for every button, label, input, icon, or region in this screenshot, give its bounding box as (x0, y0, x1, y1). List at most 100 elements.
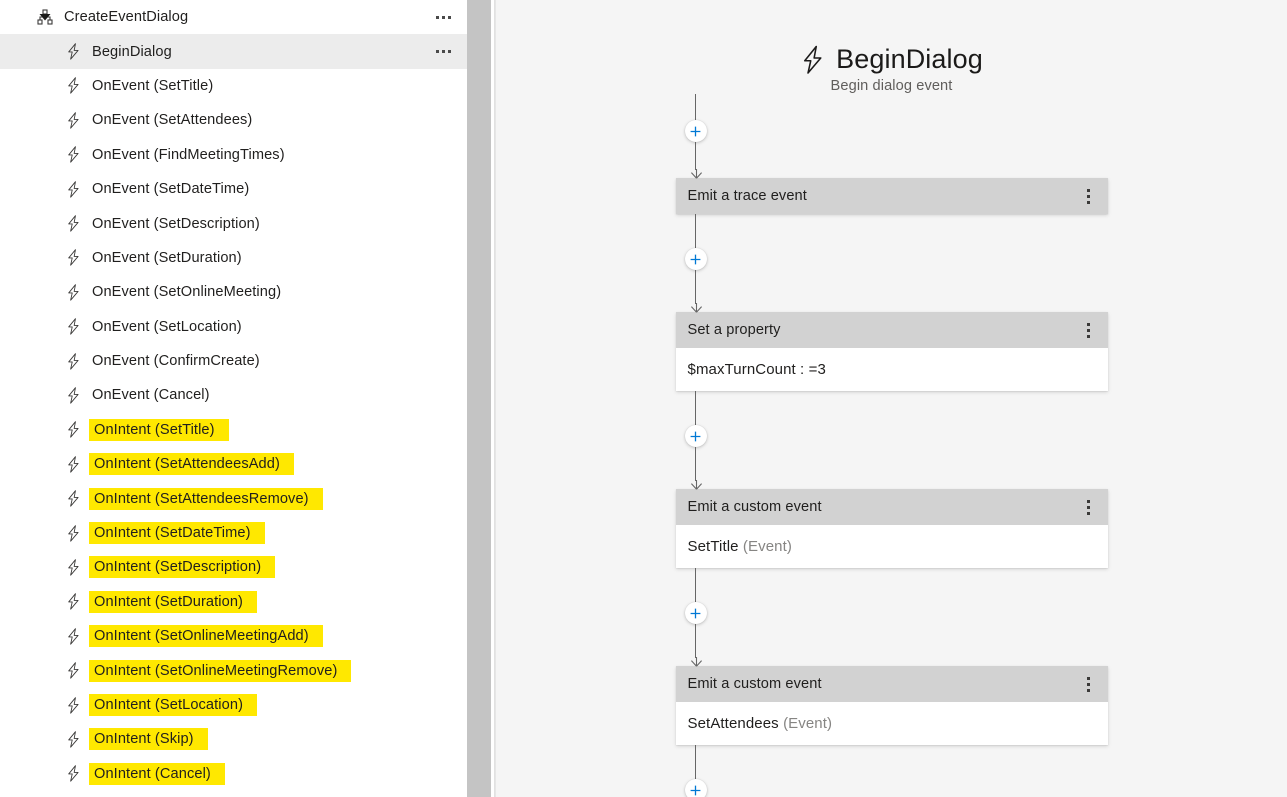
flow-connector (676, 568, 716, 667)
tree-item-label: OnEvent (SetDateTime) (92, 181, 250, 198)
action-card[interactable]: Emit a trace event (675, 178, 1108, 214)
flow-graph: BeginDialog Begin dialog event Emit a tr… (496, 0, 1287, 797)
flow-connector (676, 214, 716, 313)
lightning-icon (62, 592, 84, 612)
tree-item-label: OnIntent (SetDuration) (89, 590, 258, 613)
arrow-head-icon (690, 303, 702, 313)
tree-item-label: OnEvent (SetTitle) (92, 77, 214, 94)
action-card-body: SetAttendees (Event) (675, 702, 1108, 745)
lightning-icon (62, 42, 84, 62)
tree-item-onintent-settitle[interactable]: OnIntent (SetTitle) (0, 413, 467, 447)
action-card-header[interactable]: Set a property (675, 312, 1108, 348)
add-node-button[interactable] (684, 425, 707, 447)
action-card-title: Emit a trace event (687, 188, 807, 204)
sidebar-scrollbar[interactable] (467, 0, 491, 797)
sidebar-scrollbar-thumb[interactable] (467, 0, 491, 797)
chevron-down-icon[interactable] (38, 10, 52, 24)
action-card-body: SetTitle (Event) (675, 525, 1108, 568)
tree-item-onevent-setlocation[interactable]: OnEvent (SetLocation) (0, 310, 467, 344)
tree-item-label: OnIntent (SetDescription) (89, 556, 276, 579)
tree-item-onevent-setdatetime[interactable]: OnEvent (SetDateTime) (0, 172, 467, 206)
tree-item-onintent-cancel[interactable]: OnIntent (Cancel) (0, 757, 467, 791)
tree-item-onintent-setlocation[interactable]: OnIntent (SetLocation) (0, 688, 467, 722)
lightning-icon (62, 282, 84, 302)
lightning-icon (800, 45, 826, 75)
tree-item-label: OnEvent (Cancel) (92, 387, 210, 404)
add-node-button[interactable] (684, 248, 707, 270)
tree-item-onevent-cancel[interactable]: OnEvent (Cancel) (0, 378, 467, 412)
arrow-head-icon (690, 169, 702, 179)
lightning-icon (62, 351, 84, 371)
flow-title-row: BeginDialog (800, 44, 983, 75)
action-card-header[interactable]: Emit a custom event (675, 666, 1108, 702)
tree-item-label: BeginDialog (92, 43, 172, 60)
tree-item-label: OnIntent (SetOnlineMeetingAdd) (89, 625, 323, 648)
tree-item-root[interactable]: CreateEventDialog (0, 0, 467, 34)
tree-item-label: OnEvent (SetAttendees) (92, 112, 253, 129)
tree-item-label: OnEvent (SetLocation) (92, 318, 242, 335)
lightning-icon (62, 695, 84, 715)
tree-item-onevent-setdescription[interactable]: OnEvent (SetDescription) (0, 206, 467, 240)
ellipsis-vertical-icon[interactable] (1080, 673, 1098, 695)
flow-node[interactable]: Set a property $maxTurnCount : =3 (675, 312, 1108, 391)
tree-item-label: OnEvent (SetDuration) (92, 249, 242, 266)
tree-item-onevent-confirmcreate[interactable]: OnEvent (ConfirmCreate) (0, 344, 467, 378)
flow-connector-tail (676, 745, 716, 797)
tree-item-begindialog[interactable]: BeginDialog (0, 34, 467, 69)
ellipsis-vertical-icon[interactable] (1080, 496, 1098, 518)
lightning-icon (62, 764, 84, 784)
tree-item-label: OnIntent (Skip) (89, 728, 208, 751)
tree-item-onevent-setattendees[interactable]: OnEvent (SetAttendees) (0, 103, 467, 137)
flow-header: BeginDialog Begin dialog event (800, 44, 983, 94)
lightning-icon (62, 317, 84, 337)
action-card-value-type: (Event) (742, 538, 792, 555)
add-node-button[interactable] (684, 779, 707, 797)
tree-item-onintent-skip[interactable]: OnIntent (Skip) (0, 722, 467, 756)
flow-connector (676, 391, 716, 490)
lightning-icon (62, 729, 84, 749)
tree-item-onintent-setdescription[interactable]: OnIntent (SetDescription) (0, 550, 467, 584)
action-card-body: $maxTurnCount : =3 (675, 348, 1108, 391)
tree-item-label: OnEvent (FindMeetingTimes) (92, 146, 285, 163)
lightning-icon (62, 626, 84, 646)
page-subtitle: Begin dialog event (830, 78, 953, 94)
lightning-icon (62, 145, 84, 165)
action-card-header[interactable]: Emit a custom event (675, 489, 1108, 525)
tree-item-onintent-setduration[interactable]: OnIntent (SetDuration) (0, 585, 467, 619)
action-card-title: Set a property (687, 322, 781, 338)
flow-canvas: BeginDialog Begin dialog event Emit a tr… (495, 0, 1287, 797)
ellipsis-vertical-icon[interactable] (1080, 185, 1098, 207)
ellipsis-vertical-icon[interactable] (1080, 319, 1098, 341)
tree-item-label: OnEvent (SetOnlineMeeting) (92, 284, 282, 301)
ellipsis-icon[interactable] (431, 44, 455, 60)
tree-item-onintent-setattendeesremove[interactable]: OnIntent (SetAttendeesRemove) (0, 481, 467, 515)
tree-item-label: OnIntent (SetAttendeesAdd) (89, 453, 294, 476)
tree-item-onevent-setonlinemeeting[interactable]: OnEvent (SetOnlineMeeting) (0, 275, 467, 309)
flow-node[interactable]: Emit a trace event (675, 178, 1108, 214)
action-card-header[interactable]: Emit a trace event (675, 178, 1108, 214)
lightning-icon (62, 179, 84, 199)
lightning-icon (62, 557, 84, 577)
tree-item-onintent-setonlinemeetingadd[interactable]: OnIntent (SetOnlineMeetingAdd) (0, 619, 467, 653)
tree-item-label: OnEvent (ConfirmCreate) (92, 353, 260, 370)
tree-item-onevent-findmeetingtimes[interactable]: OnEvent (FindMeetingTimes) (0, 138, 467, 172)
tree-item-label: CreateEventDialog (64, 9, 189, 26)
action-card[interactable]: Set a property $maxTurnCount : =3 (675, 312, 1108, 391)
arrow-head-icon (690, 480, 702, 490)
tree-item-onevent-settitle[interactable]: OnEvent (SetTitle) (0, 69, 467, 103)
ellipsis-icon[interactable] (431, 9, 455, 25)
tree-item-onintent-setonlinemeetingremove[interactable]: OnIntent (SetOnlineMeetingRemove) (0, 653, 467, 687)
tree-item-onevent-setduration[interactable]: OnEvent (SetDuration) (0, 241, 467, 275)
tree-item-onintent-setattendeesadd[interactable]: OnIntent (SetAttendeesAdd) (0, 447, 467, 481)
add-node-button[interactable] (684, 120, 707, 142)
action-card-value: SetAttendees (687, 715, 779, 732)
lightning-icon (62, 661, 84, 681)
tree-item-label: OnIntent (Cancel) (89, 762, 225, 785)
add-node-button[interactable] (684, 602, 707, 624)
tree-item-onintent-setdatetime[interactable]: OnIntent (SetDateTime) (0, 516, 467, 550)
